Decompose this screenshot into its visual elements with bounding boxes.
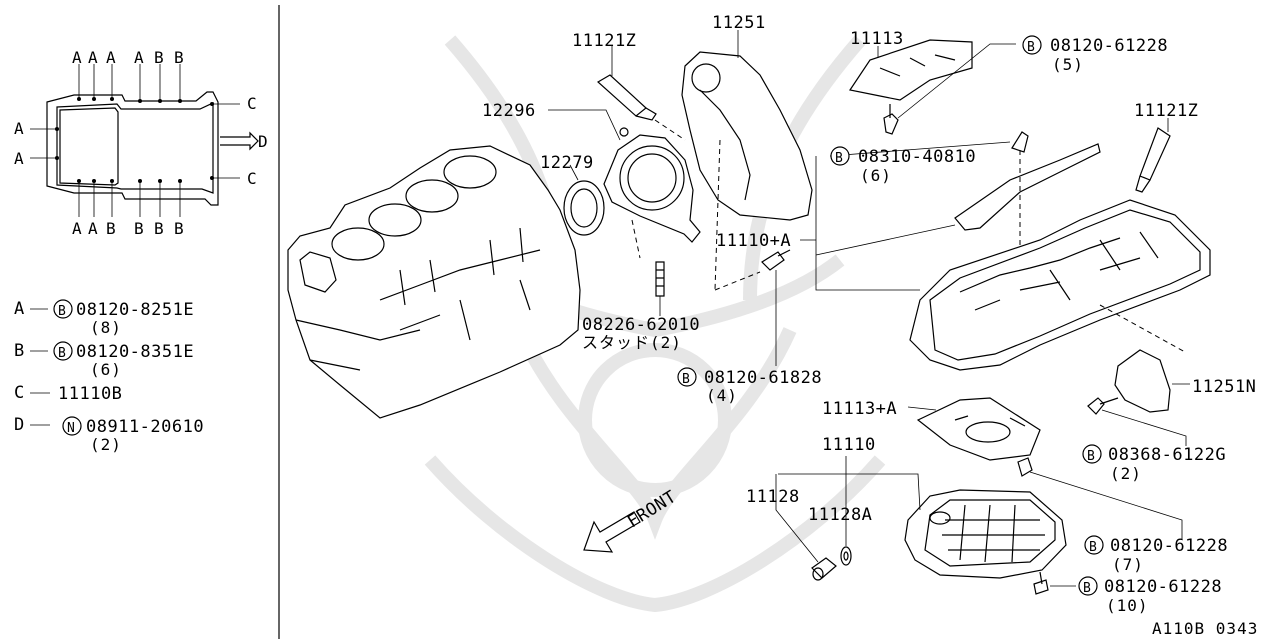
gasket-letter-top-5: B (154, 48, 164, 67)
legend-code-d: 08911-20610 (86, 417, 204, 437)
legend-item-b: B B 08120-8351E (6) (14, 341, 194, 379)
label-08120-61228-7: 08120-61228 (1110, 536, 1228, 556)
nut-badge-icon: N (67, 421, 75, 436)
gasket-outline-diagram: A A A A B B A A B B B B A A C D C (14, 48, 268, 238)
bolt-badge-icon: B (1027, 40, 1035, 55)
gasket-letter-bottom-2: A (88, 219, 98, 238)
gasket-letter-left-2: A (14, 149, 24, 168)
qty-08120-61228-7: (7) (1112, 555, 1144, 574)
qty-08310-40810: (6) (860, 166, 892, 185)
qty-08120-61228-10: (10) (1106, 596, 1149, 615)
legend-code-a: 08120-8251E (76, 300, 194, 320)
label-12279: 12279 (540, 153, 594, 173)
legend-code-c: 11110B (58, 384, 122, 404)
bolt-badge-icon: B (58, 304, 66, 319)
label-11121z-left: 11121Z (572, 31, 636, 51)
crankshaft-rear-seal (563, 180, 605, 236)
gasket-letter-right-2: D (258, 132, 268, 151)
svg-text:C: C (14, 383, 25, 403)
legend-list: A B 08120-8251E (8) B B 08120-8351E (6) … (14, 299, 204, 454)
gasket-letter-bottom-4: B (134, 219, 144, 238)
label-11121z-right: 11121Z (1134, 101, 1198, 121)
rear-plate (681, 51, 813, 291)
gasket-letter-top-6: B (174, 48, 184, 67)
legend-code-b: 08120-8351E (76, 342, 194, 362)
gasket-letter-right-1: C (247, 94, 257, 113)
baffle-plate-lower (916, 397, 1041, 477)
gasket-letter-bottom-6: B (174, 219, 184, 238)
svg-text:B: B (14, 341, 25, 361)
label-11128a: 11128A (808, 505, 872, 525)
legend-item-a: A B 08120-8251E (8) (14, 299, 194, 337)
label-11110-a: 11110+A (716, 231, 791, 251)
side-cover (1087, 349, 1171, 415)
figure-id: A110B 0343 (1152, 619, 1258, 638)
oil-seal-retainer (603, 127, 701, 243)
gasket-letter-right-3: C (247, 169, 257, 188)
baffle-plate-upper (849, 39, 973, 135)
legend-qty-d: (2) (90, 435, 122, 454)
svg-text:D: D (14, 415, 25, 435)
legend-item-c: C 11110B (14, 383, 122, 404)
label-11113: 11113 (850, 29, 904, 49)
gasket-letter-bottom-3: B (106, 219, 116, 238)
label-11251: 11251 (712, 13, 766, 33)
qty-08120-61228-5: (5) (1052, 55, 1084, 74)
sealant-tube-left (596, 74, 686, 141)
label-08120-61228-5: 08120-61228 (1050, 36, 1168, 56)
svg-text:A: A (14, 299, 25, 319)
gasket-letter-bottom-5: B (154, 219, 164, 238)
label-08310-40810: 08310-40810 (858, 147, 976, 167)
leader-lines (548, 30, 1190, 587)
label-11128: 11128 (746, 487, 800, 507)
bolt-badge-icon: B (835, 151, 843, 166)
legend-item-d: D N 08911-20610 (2) (14, 415, 204, 454)
label-12296: 12296 (482, 101, 536, 121)
gasket-letter-top-1: A (72, 48, 82, 67)
upper-oil-pan (909, 131, 1211, 371)
drain-plug (811, 557, 837, 581)
front-direction-arrow: FRONT (583, 487, 680, 553)
label-08120-61228-10: 08120-61228 (1104, 577, 1222, 597)
qty-08368-6122g: (2) (1110, 464, 1142, 483)
gasket-letter-top-2: A (88, 48, 98, 67)
drain-plug-washer (840, 546, 852, 566)
note-08226-62010: スタッド(2) (582, 333, 682, 352)
bolt-badge-icon: B (58, 346, 66, 361)
gasket-letter-left-1: A (14, 119, 24, 138)
bolt-badge-icon: B (682, 372, 690, 387)
label-08226-62010: 08226-62010 (582, 315, 700, 335)
engine-block (287, 145, 581, 419)
rear-plate-bolt (761, 249, 791, 271)
gasket-letter-top-3: A (106, 48, 116, 67)
legend-qty-b: (6) (90, 360, 122, 379)
gasket-letter-bottom-1: A (72, 219, 82, 238)
lower-oil-pan (904, 489, 1067, 579)
label-11251n: 11251N (1192, 377, 1256, 397)
part-labels: 11121Z 11251 11113 B 08120-61228 (5) 122… (482, 13, 1258, 638)
bolt-badge-icon: B (1089, 540, 1097, 555)
label-11113-a: 11113+A (822, 399, 897, 419)
label-11110: 11110 (822, 435, 876, 455)
label-08368-6122g: 08368-6122G (1108, 445, 1226, 465)
legend-qty-a: (8) (90, 318, 122, 337)
bolt-badge-icon: B (1087, 449, 1095, 464)
label-08120-61828: 08120-61828 (704, 368, 822, 388)
lower-pan-bolt (1033, 571, 1049, 595)
qty-08120-61828: (4) (706, 386, 738, 405)
gasket-letter-top-4: A (134, 48, 144, 67)
sealant-tube-right (1135, 127, 1171, 193)
stud-bolt (631, 219, 665, 297)
bolt-badge-icon: B (1083, 581, 1091, 596)
